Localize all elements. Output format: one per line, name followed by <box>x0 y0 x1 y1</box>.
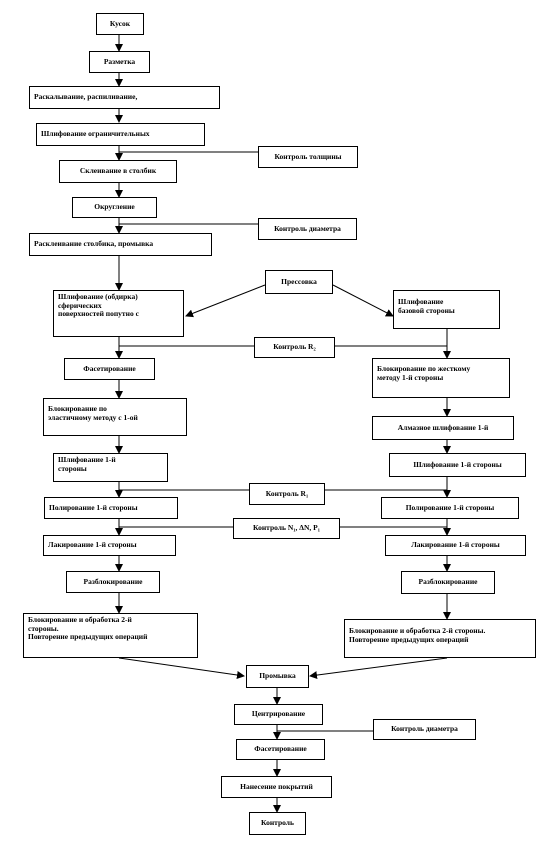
step-blok-2-right: Блокирование и обработка 2-й стороны. По… <box>344 619 536 658</box>
step-blokirovanie-zhestkomu: Блокирование по жесткому методу 1-й стор… <box>372 358 510 398</box>
step-razmetka: Разметка <box>89 51 150 73</box>
step-fasetirovanie-left: Фасетирование <box>64 358 155 380</box>
step-lakirovanie-left: Лакирование 1-й стороны <box>43 535 176 556</box>
step-shlif-1-right: Шлифование 1-й стороны <box>389 453 526 477</box>
step-pressovka: Прессовка <box>265 270 333 294</box>
step-kontrol-diametra-2: Контроль диаметра <box>373 719 476 740</box>
step-shlif-1-left: Шлифование 1-й стороны <box>53 453 168 482</box>
step-kontrol-diametra: Контроль диаметра <box>258 218 357 240</box>
arrow <box>118 657 245 679</box>
step-shlif-ogranichitelnyh: Шлифование ограничительных <box>36 123 205 146</box>
step-promyvka: Промывка <box>246 665 309 688</box>
step-skleivanie: Склеивание в столбик <box>59 160 177 183</box>
step-kontrol-tolshchiny: Контроль толщины <box>258 146 358 168</box>
step-kontrol-final: Контроль <box>249 812 306 835</box>
step-shlif-sfericheskih: Шлифование (обдирка) сферических поверхн… <box>53 290 184 337</box>
step-polirovanie-right: Полирование 1-й стороны <box>381 497 519 519</box>
step-shlif-bazovoy: Шлифование базовой стороны <box>393 290 500 329</box>
step-kontrol-r2: Контроль R₂ <box>254 337 335 358</box>
step-okruglenie: Округление <box>72 197 157 218</box>
step-blok-2-left: Блокирование и обработка 2-й стороны. По… <box>23 613 198 658</box>
step-kontrol-n1: Контроль N₁, ΔN, P₁ <box>233 518 340 539</box>
step-kontrol-r1: Контроль R₁ <box>249 483 325 505</box>
step-razblokirovanie-right: Разблокирование <box>401 571 495 594</box>
step-raskalyvanie: Раскалывание, распиливание, <box>29 86 220 109</box>
arrow <box>332 284 394 317</box>
step-fasetirovanie-bottom: Фасетирование <box>236 739 325 760</box>
step-nanesenie: Нанесение покрытий <box>221 776 332 798</box>
arrow <box>309 657 448 680</box>
step-razblokirovanie-left: Разблокирование <box>66 571 160 593</box>
arrow <box>185 284 266 318</box>
step-blokirovanie-elastichnomu: Блокирование по эластичному методу с 1-о… <box>43 398 187 436</box>
step-rasklеivanie: Расклеивание столбика, промывка <box>29 233 212 256</box>
step-polirovanie-left: Полирование 1-й стороны <box>44 497 178 519</box>
step-lakirovanie-right: Лакирование 1-й стороны <box>385 535 526 556</box>
step-kusok: Кусок <box>96 13 144 35</box>
step-almaznoe-shlif: Алмазное шлифование 1-й <box>372 416 514 440</box>
step-centrirovanie: Центрирование <box>234 704 323 725</box>
